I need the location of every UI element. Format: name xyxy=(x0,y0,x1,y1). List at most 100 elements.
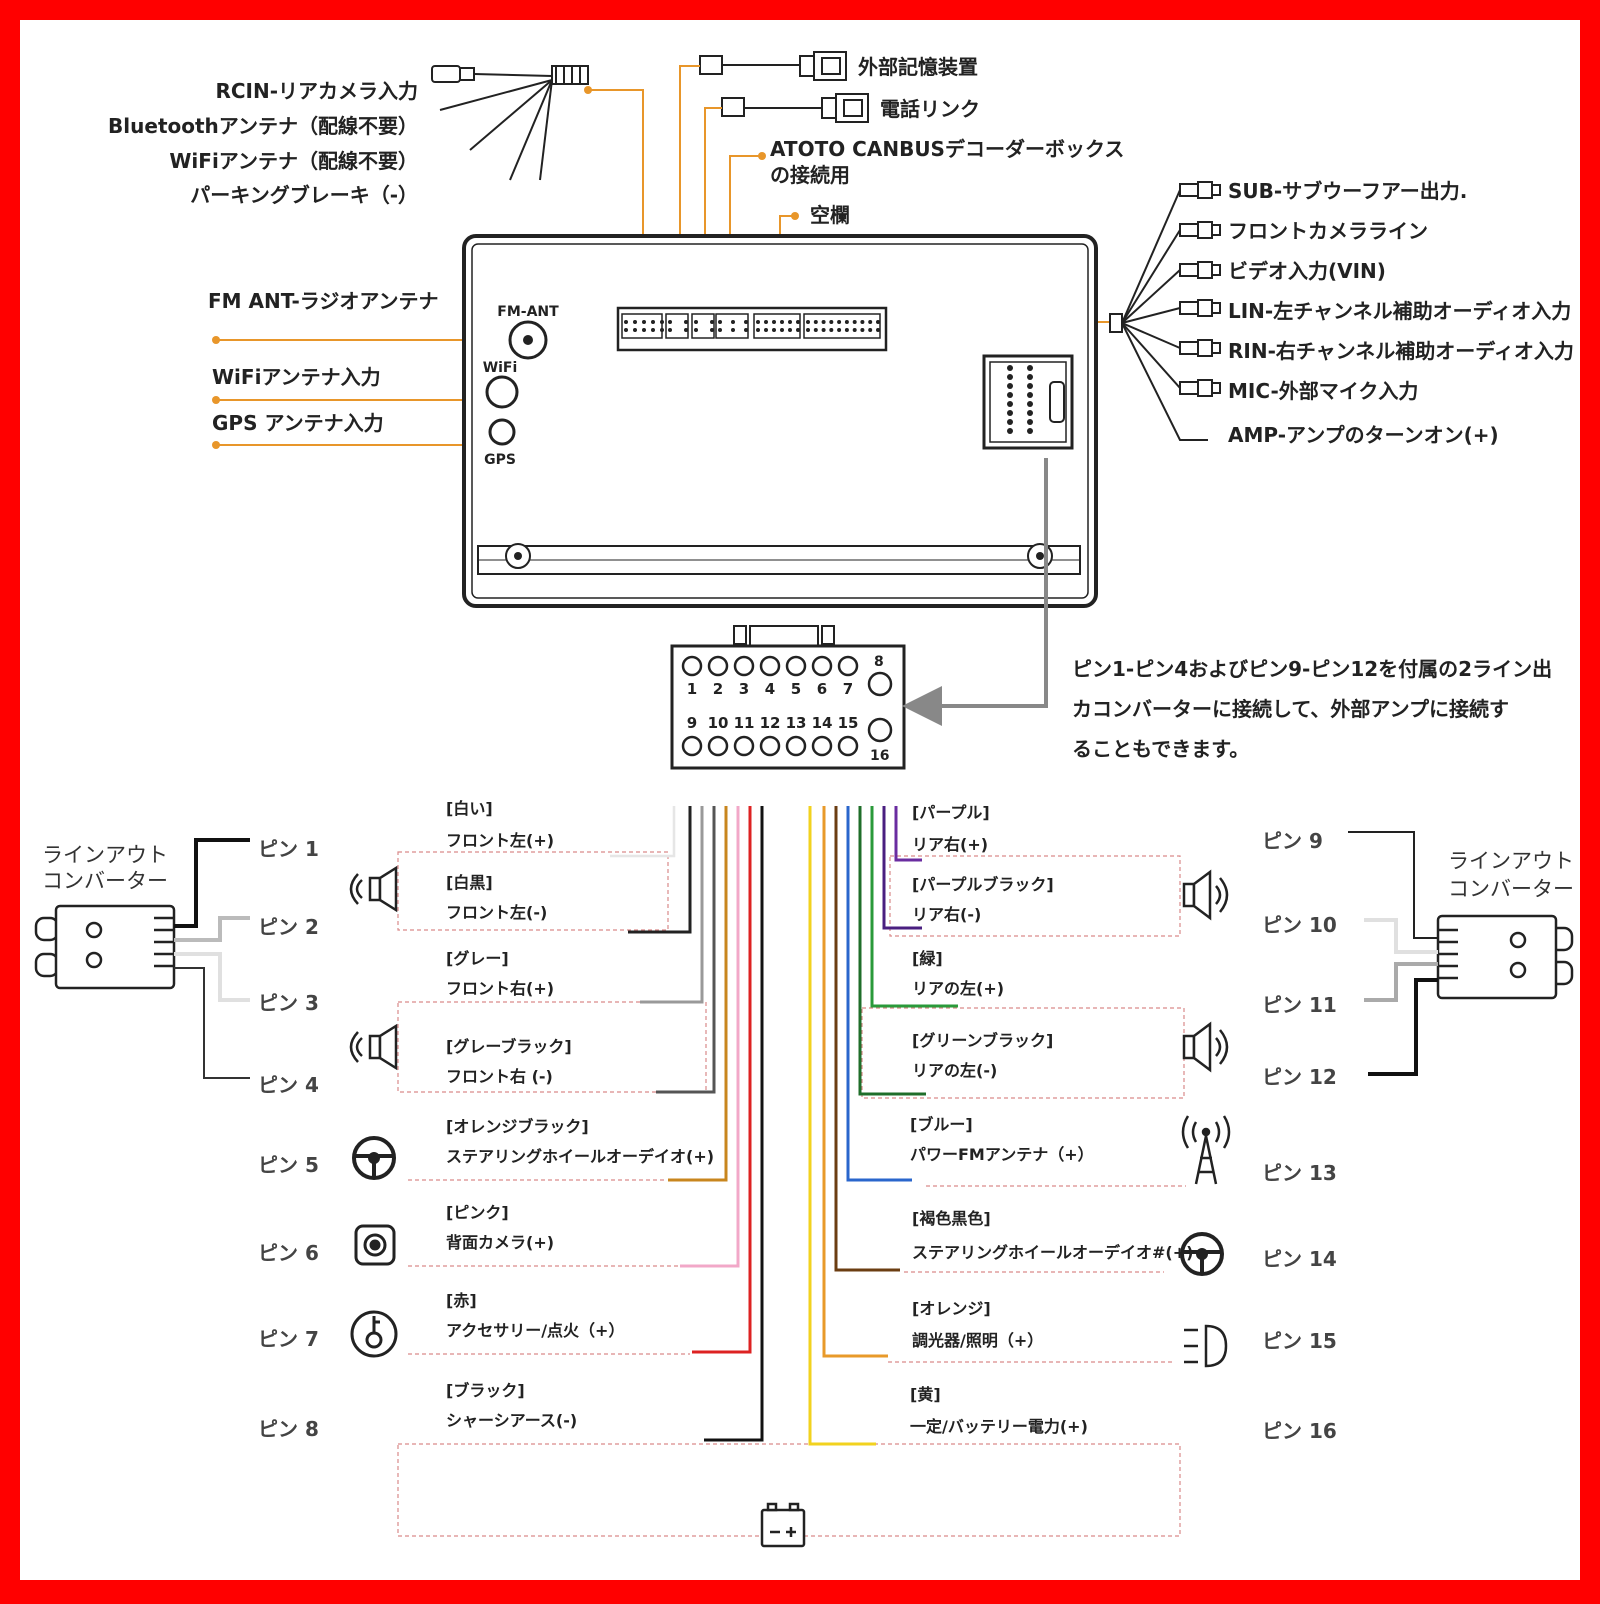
pin-number: 6 xyxy=(817,680,827,698)
pin-arrow xyxy=(902,458,1048,726)
pin-number: 4 xyxy=(765,680,775,698)
converter-left-label1: ラインアウト xyxy=(42,843,168,867)
converter-right-label1: ラインアウト xyxy=(1448,849,1574,873)
pin-label: ピン 7 xyxy=(258,1327,319,1351)
wire-function-label: 調光器/照明（+） xyxy=(912,1331,1043,1350)
pin-number: 16 xyxy=(870,748,889,764)
pin-socket xyxy=(837,655,859,677)
wire-function-label: リアの左(+) xyxy=(912,979,1004,998)
pin-number: 11 xyxy=(734,714,755,732)
pin-label: ピン 11 xyxy=(1262,993,1337,1017)
canbus-label-line1: ATOTO CANBUSデコーダーボックス xyxy=(770,137,1124,161)
gps-port-label: GPS xyxy=(484,452,516,468)
usb-storage-label: 外部記憶装置 xyxy=(858,55,978,79)
harness-label: MIC-外部マイク入力 xyxy=(1228,379,1418,403)
wire-function-label: ステアリングホイールオーデイオ(+) xyxy=(446,1147,714,1166)
note-line2: カコンバーターに接続して、外部アンプに接続す xyxy=(1072,697,1509,721)
steering-wheel-icon xyxy=(1180,1232,1224,1276)
phone-link-label: 電話リンク xyxy=(880,97,980,121)
wire-line xyxy=(870,806,958,1008)
harness-label: RIN-右チャンネル補助オーディオ入力 xyxy=(1228,339,1574,363)
pin-label: ピン 10 xyxy=(1262,913,1337,937)
wire-line xyxy=(610,806,676,858)
wire-line xyxy=(808,806,876,1446)
wire-line xyxy=(656,806,716,1094)
wire-line xyxy=(680,806,740,1268)
rca-plugs xyxy=(1179,181,1221,397)
converter-right xyxy=(1436,914,1574,1000)
note-line1: ピン1-ピン4およびピン9-ピン12を付属の2ライン出 xyxy=(1072,657,1552,681)
wire-function-label: リア右(+) xyxy=(912,835,988,854)
converter-right-label2: コンバーター xyxy=(1448,877,1574,901)
wire-line xyxy=(628,806,692,934)
pin-label: ピン 1 xyxy=(258,837,319,861)
pin-number: 10 xyxy=(708,714,729,732)
wire-color-label: [白黒] xyxy=(446,873,493,892)
converter-left-wires xyxy=(174,838,250,1079)
wire-color-label: [グレー] xyxy=(446,949,509,968)
note-line3: ることもできます。 xyxy=(1072,737,1249,761)
pin-number: 15 xyxy=(838,714,859,732)
wire-line xyxy=(858,806,926,1096)
wire-function-label: フロント右 (-) xyxy=(446,1067,553,1086)
pin-label: ピン 14 xyxy=(1262,1247,1337,1271)
speaker-icon xyxy=(1182,1021,1229,1073)
pin-number: 12 xyxy=(760,714,781,732)
wire-function-label: ステアリングホイールオーデイオ#(+) xyxy=(912,1243,1193,1262)
wire-function-label: フロント左(+) xyxy=(446,831,554,850)
wire-color-label: [褐色黒色] xyxy=(912,1209,991,1228)
harness-label: LIN-左チャンネル補助オーディオ入力 xyxy=(1228,299,1571,323)
canbus-label-line2: の接続用 xyxy=(770,163,850,187)
wire-line xyxy=(882,806,922,930)
camera-icon xyxy=(354,1224,396,1266)
pin-socket xyxy=(867,671,893,697)
wire-color-label: [緑] xyxy=(912,949,943,968)
dashed-boxes xyxy=(397,851,1186,1537)
pin-socket xyxy=(733,655,755,677)
pin-socket xyxy=(811,655,833,677)
wire-color-label: [黄] xyxy=(910,1385,941,1404)
pin-label: ピン 13 xyxy=(1262,1161,1337,1185)
parking-brake-label: パーキングブレーキ（-） xyxy=(190,183,418,207)
wire-function-label: フロント左(-) xyxy=(446,903,547,922)
harness-label: AMP-アンプのターンオン(+) xyxy=(1228,423,1499,447)
pin-socket xyxy=(759,735,781,757)
wire-color-label: [オレンジ] xyxy=(912,1299,991,1318)
pin-socket xyxy=(759,655,781,677)
wifi-antenna-label: WiFiアンテナ（配線不要） xyxy=(169,149,418,173)
converter-left xyxy=(34,904,176,990)
head-unit xyxy=(462,234,1123,608)
wire-line xyxy=(640,806,704,1004)
pin-number: 9 xyxy=(687,714,697,732)
pin-label: ピン 12 xyxy=(1262,1065,1337,1089)
wire-line xyxy=(846,806,912,1182)
wire-color-label: [パープルブラック] xyxy=(912,875,1054,894)
pin-socket xyxy=(867,717,893,743)
pin-label: ピン 2 xyxy=(258,915,319,939)
pin-label: ピン 5 xyxy=(258,1153,319,1177)
rcin-label: RCIN-リアカメラ入力 xyxy=(215,79,418,103)
converter-left-label2: コンバーター xyxy=(42,869,168,893)
wire-line xyxy=(668,806,728,1182)
pin-label: ピン 15 xyxy=(1262,1329,1337,1353)
wire-color-label: [グレーブラック] xyxy=(446,1037,572,1056)
wire-function-label: シャーシアース(-) xyxy=(446,1411,577,1430)
wire-function-label: パワーFMアンテナ（+） xyxy=(910,1145,1094,1164)
wire-function-label: リア右(-) xyxy=(912,905,981,924)
pin-number: 8 xyxy=(874,654,884,670)
pin-socket xyxy=(785,655,807,677)
wire-color-label: [ブルー] xyxy=(910,1115,973,1134)
blank-label: 空欄 xyxy=(810,203,850,227)
headlight-icon xyxy=(1184,1324,1228,1368)
pin-socket xyxy=(681,655,703,677)
wire-color-label: [ピンク] xyxy=(446,1203,509,1222)
gps-input-label: GPS アンテナ入力 xyxy=(212,411,384,435)
fm-ant-port-label: FM-ANT xyxy=(497,304,559,320)
speaker-icon xyxy=(1182,869,1229,921)
wire-function-label: 一定/バッテリー電力(+) xyxy=(910,1417,1088,1436)
pin-socket xyxy=(733,735,755,757)
pin-label: ピン 3 xyxy=(258,991,319,1015)
bluetooth-label: Bluetoothアンテナ（配線不要） xyxy=(108,114,418,138)
